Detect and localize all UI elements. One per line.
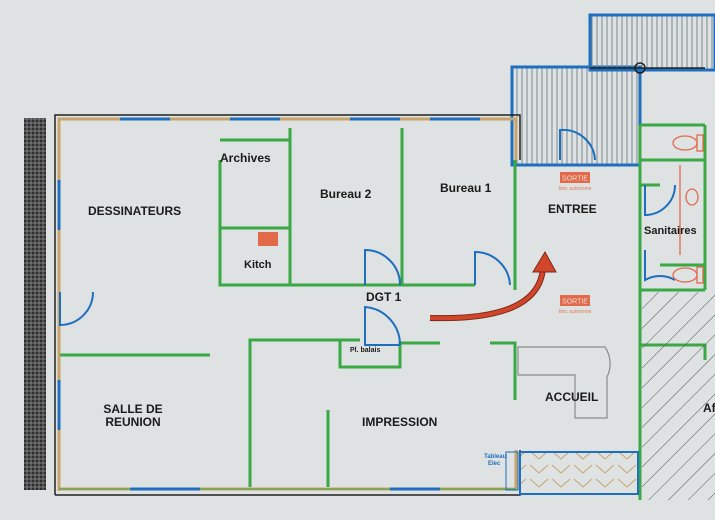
room-label-sanitaires: Sanitaires (644, 225, 697, 237)
room-label-salle-line-1: SALLE DE (103, 402, 162, 416)
staircase (510, 13, 715, 167)
exit-sign: SORTIE bloc autonome (559, 172, 592, 192)
sink-icon (258, 232, 278, 246)
label-elec: Elec (488, 461, 501, 467)
exit-sign-subtitle: bloc autonome (559, 309, 592, 315)
electrical-panel-zone (505, 451, 639, 495)
outer-walls (54, 114, 521, 496)
hatched-zone (642, 292, 715, 500)
toilet-icon (672, 134, 704, 284)
room-label-dessinateurs: DESSINATEURS (88, 204, 181, 218)
exit-sign-subtitle: bloc autonome (559, 186, 592, 192)
exterior-wall-hatch (24, 118, 46, 490)
exit-sign: SORTIE bloc autonome (559, 295, 592, 315)
room-label-salle-line-2: REUNION (105, 415, 160, 429)
room-label-entree: ENTREE (548, 202, 597, 216)
direction-arrow (429, 250, 557, 322)
room-label-dgt-1: DGT 1 (366, 290, 402, 304)
room-label-archives: Archives (220, 151, 271, 165)
room-label-pl-balais: Pl. balais (350, 347, 380, 354)
reception-desk (517, 346, 611, 419)
room-label-accueil: ACCUEIL (545, 390, 598, 404)
room-label-bureau-1: Bureau 1 (440, 181, 492, 195)
room-label-cut-off: Af (703, 401, 715, 415)
doors (59, 128, 676, 346)
label-tableau: Tableau (484, 454, 507, 460)
room-label-kitch: Kitch (244, 259, 272, 271)
room-label-bureau-2: Bureau 2 (320, 187, 372, 201)
exit-sign-title: SORTIE (562, 176, 588, 183)
exit-sign-title: SORTIE (562, 299, 588, 306)
room-label-impression: IMPRESSION (362, 415, 437, 429)
